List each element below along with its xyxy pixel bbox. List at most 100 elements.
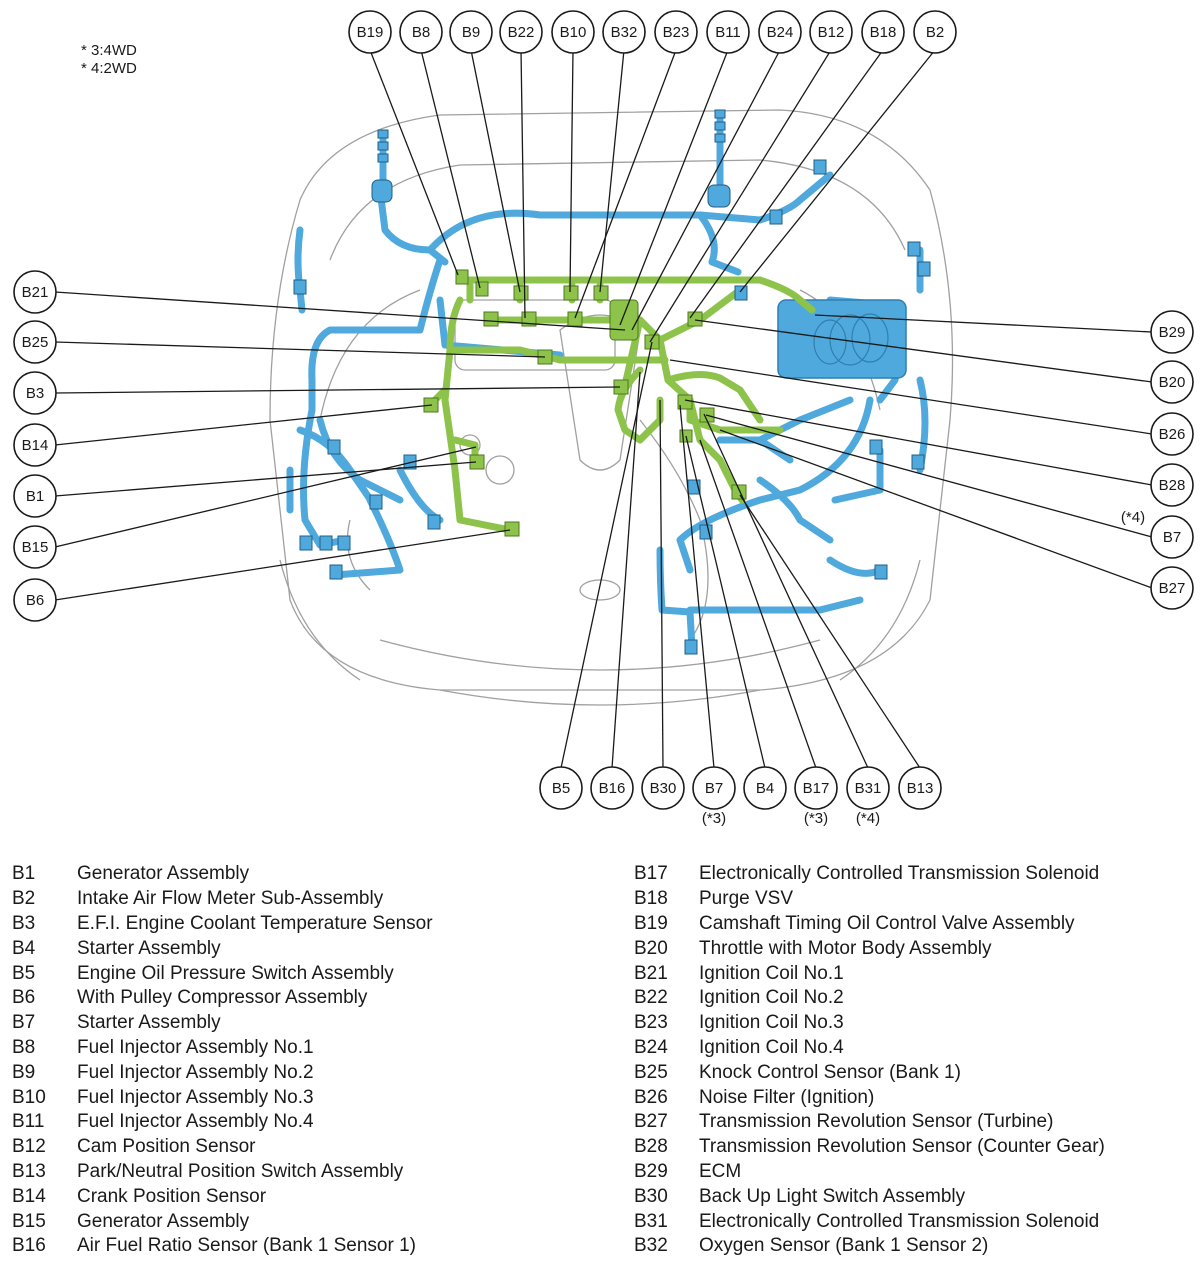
legend-code: B5 xyxy=(12,962,36,984)
callout-b21: B21 xyxy=(13,270,57,314)
callout-label: B22 xyxy=(508,24,535,41)
callout-circle xyxy=(539,766,583,810)
callout-circle xyxy=(499,10,543,54)
legend-desc: Fuel Injector Assembly No.2 xyxy=(77,1061,314,1083)
engine-room-harness-blue xyxy=(286,111,929,652)
legend-desc: With Pulley Compressor Assembly xyxy=(77,987,368,1009)
callout-label: B32 xyxy=(611,24,638,41)
callout-label: B31 xyxy=(855,780,882,797)
callout-b17-bottom: B17 xyxy=(794,766,838,810)
legend-desc: Throttle with Motor Body Assembly xyxy=(699,937,992,959)
legend-code: B3 xyxy=(12,912,36,934)
callout-note-b17: (*3) xyxy=(804,810,828,827)
callout-label: B21 xyxy=(22,284,49,301)
callout-circle xyxy=(692,766,736,810)
callout-label: B24 xyxy=(767,24,794,41)
legend-desc: Back Up Light Switch Assembly xyxy=(699,1185,966,1207)
callout-circle xyxy=(1150,566,1194,610)
callout-circle xyxy=(743,766,787,810)
callout-b2: B2 xyxy=(913,10,957,54)
callout-circle xyxy=(602,10,646,54)
callout-label: B15 xyxy=(22,539,49,556)
callout-b27: B27 xyxy=(1150,566,1194,610)
legend-desc: Crank Position Sensor xyxy=(77,1185,267,1207)
callout-circle xyxy=(913,10,957,54)
callout-label: B30 xyxy=(650,780,677,797)
callout-b31-bottom: B31 xyxy=(846,766,890,810)
legend-code: B2 xyxy=(12,888,36,910)
callout-b11: B11 xyxy=(706,10,750,54)
callout-label: B8 xyxy=(412,24,430,41)
callout-circle xyxy=(641,766,685,810)
legend-code: B9 xyxy=(12,1061,36,1083)
callout-b18: B18 xyxy=(861,10,905,54)
legend-code: B26 xyxy=(634,1086,668,1108)
callout-b9: B9 xyxy=(449,10,493,54)
legend-code: B6 xyxy=(12,987,36,1009)
callout-circle xyxy=(13,578,57,622)
callout-circle xyxy=(1150,310,1194,354)
legend-code: B32 xyxy=(634,1235,668,1257)
legend-row: B15 Generator Assembly xyxy=(12,1209,592,1234)
legend-desc: Ignition Coil No.1 xyxy=(699,962,844,984)
callout-b14: B14 xyxy=(13,423,57,467)
callout-label: B4 xyxy=(756,780,774,797)
legend-code: B15 xyxy=(12,1210,46,1232)
note-2wd: * 4:2WD xyxy=(81,60,137,77)
legend-desc: Knock Control Sensor (Bank 1) xyxy=(699,1061,961,1083)
callout-circle xyxy=(794,766,838,810)
legend-code: B18 xyxy=(634,888,668,910)
callout-circle xyxy=(1150,360,1194,404)
callout-b3: B3 xyxy=(13,371,57,415)
callout-label: B1 xyxy=(26,488,44,505)
legend-code: B25 xyxy=(634,1061,668,1083)
legend-desc: E.F.I. Engine Coolant Temperature Sensor xyxy=(77,912,433,934)
callout-label: B26 xyxy=(1159,426,1186,443)
legend-desc: Purge VSV xyxy=(699,888,793,910)
callout-circle xyxy=(706,10,750,54)
legend-desc: Ignition Coil No.2 xyxy=(699,987,844,1009)
callout-b15: B15 xyxy=(13,525,57,569)
callout-b19: B19 xyxy=(348,10,392,54)
legend-code: B20 xyxy=(634,937,668,959)
callout-circle xyxy=(13,371,57,415)
callout-label: B13 xyxy=(907,780,934,797)
callout-b7: B7 xyxy=(1150,515,1194,559)
callout-label: B5 xyxy=(552,780,570,797)
callout-label: B29 xyxy=(1159,324,1186,341)
callout-label: B20 xyxy=(1159,374,1186,391)
legend-row: B3 E.F.I. Engine Coolant Temperature Sens… xyxy=(12,912,592,937)
note-4wd: * 3:4WD xyxy=(81,42,137,59)
legend-desc: Ignition Coil No.3 xyxy=(699,1012,844,1034)
callout-b20: B20 xyxy=(1150,360,1194,404)
callout-circle xyxy=(898,766,942,810)
callout-label: B16 xyxy=(599,780,626,797)
legend-code: B21 xyxy=(634,962,668,984)
legend-code: B28 xyxy=(634,1136,668,1158)
legend-desc: Generator Assembly xyxy=(77,1210,250,1232)
callout-label: B12 xyxy=(818,24,845,41)
callout-circle xyxy=(449,10,493,54)
callout-circle xyxy=(13,525,57,569)
callout-b7-bottom: B7 xyxy=(692,766,736,810)
legend-desc: Electronically Controlled Transmission S… xyxy=(699,1210,1100,1232)
legend-desc: Fuel Injector Assembly No.3 xyxy=(77,1086,314,1108)
callout-circle xyxy=(13,423,57,467)
legend-code: B19 xyxy=(634,912,668,934)
legend-desc: Transmission Revolution Sensor (Turbine) xyxy=(699,1111,1054,1133)
callout-label: B19 xyxy=(357,24,384,41)
legend-desc: Camshaft Timing Oil Control Valve Assemb… xyxy=(699,912,1075,934)
callout-circle xyxy=(809,10,853,54)
callout-label: B2 xyxy=(926,24,944,41)
